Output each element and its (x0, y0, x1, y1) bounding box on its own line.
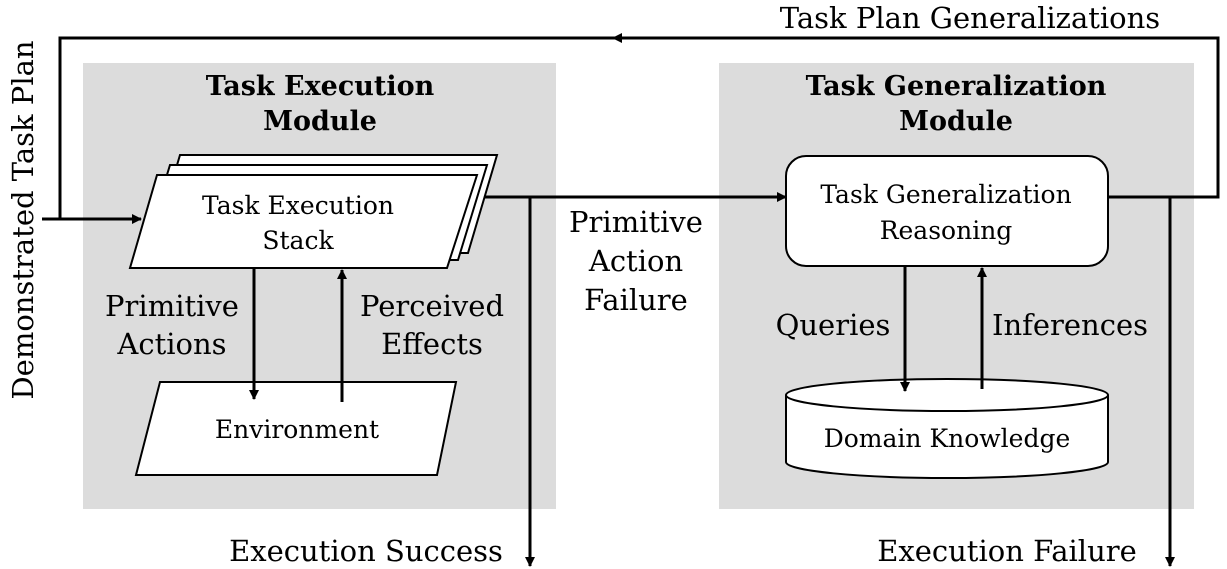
stack-label-line1: Task Execution (202, 191, 394, 220)
execution-failure-label: Execution Failure (877, 534, 1137, 568)
perceived-effects-label-line2: Effects (381, 327, 483, 361)
generalization-module-title-line1: Task Generalization (806, 71, 1107, 102)
task-generalization-reasoning (785, 155, 1109, 267)
demonstrated-task-plan-label: Demonstrated Task Plan (6, 40, 40, 399)
database-top (785, 378, 1109, 412)
primitive-actions-label-line1: Primitive (105, 289, 239, 323)
execution-module-title-line2: Module (263, 106, 377, 137)
domain-knowledge-label: Domain Knowledge (824, 424, 1071, 453)
task-execution-stack (128, 174, 479, 269)
failure-label-line3: Failure (584, 283, 688, 317)
failure-label-line2: Action (588, 244, 683, 278)
queries-label: Queries (776, 308, 891, 342)
generalization-feedback-line (58, 36, 1220, 219)
execution-success-label: Execution Success (229, 534, 503, 568)
inferences-label: Inferences (992, 308, 1148, 342)
failure-label-line1: Primitive (569, 205, 703, 239)
stack-label-line2: Stack (262, 226, 334, 255)
execution-module-title-line1: Task Execution (206, 71, 435, 102)
environment-node (134, 381, 458, 476)
reasoning-label-line2: Reasoning (880, 216, 1013, 245)
primitive-actions-label-line2: Actions (116, 327, 226, 361)
domain-knowledge-database (785, 395, 1109, 479)
reasoning-label-line1: Task Generalization (820, 180, 1071, 209)
generalization-module-title-line2: Module (899, 106, 1013, 137)
environment-label: Environment (215, 415, 379, 444)
perceived-effects-label-line1: Perceived (360, 289, 504, 323)
task-plan-generalizations-label: Task Plan Generalizations (780, 1, 1160, 35)
